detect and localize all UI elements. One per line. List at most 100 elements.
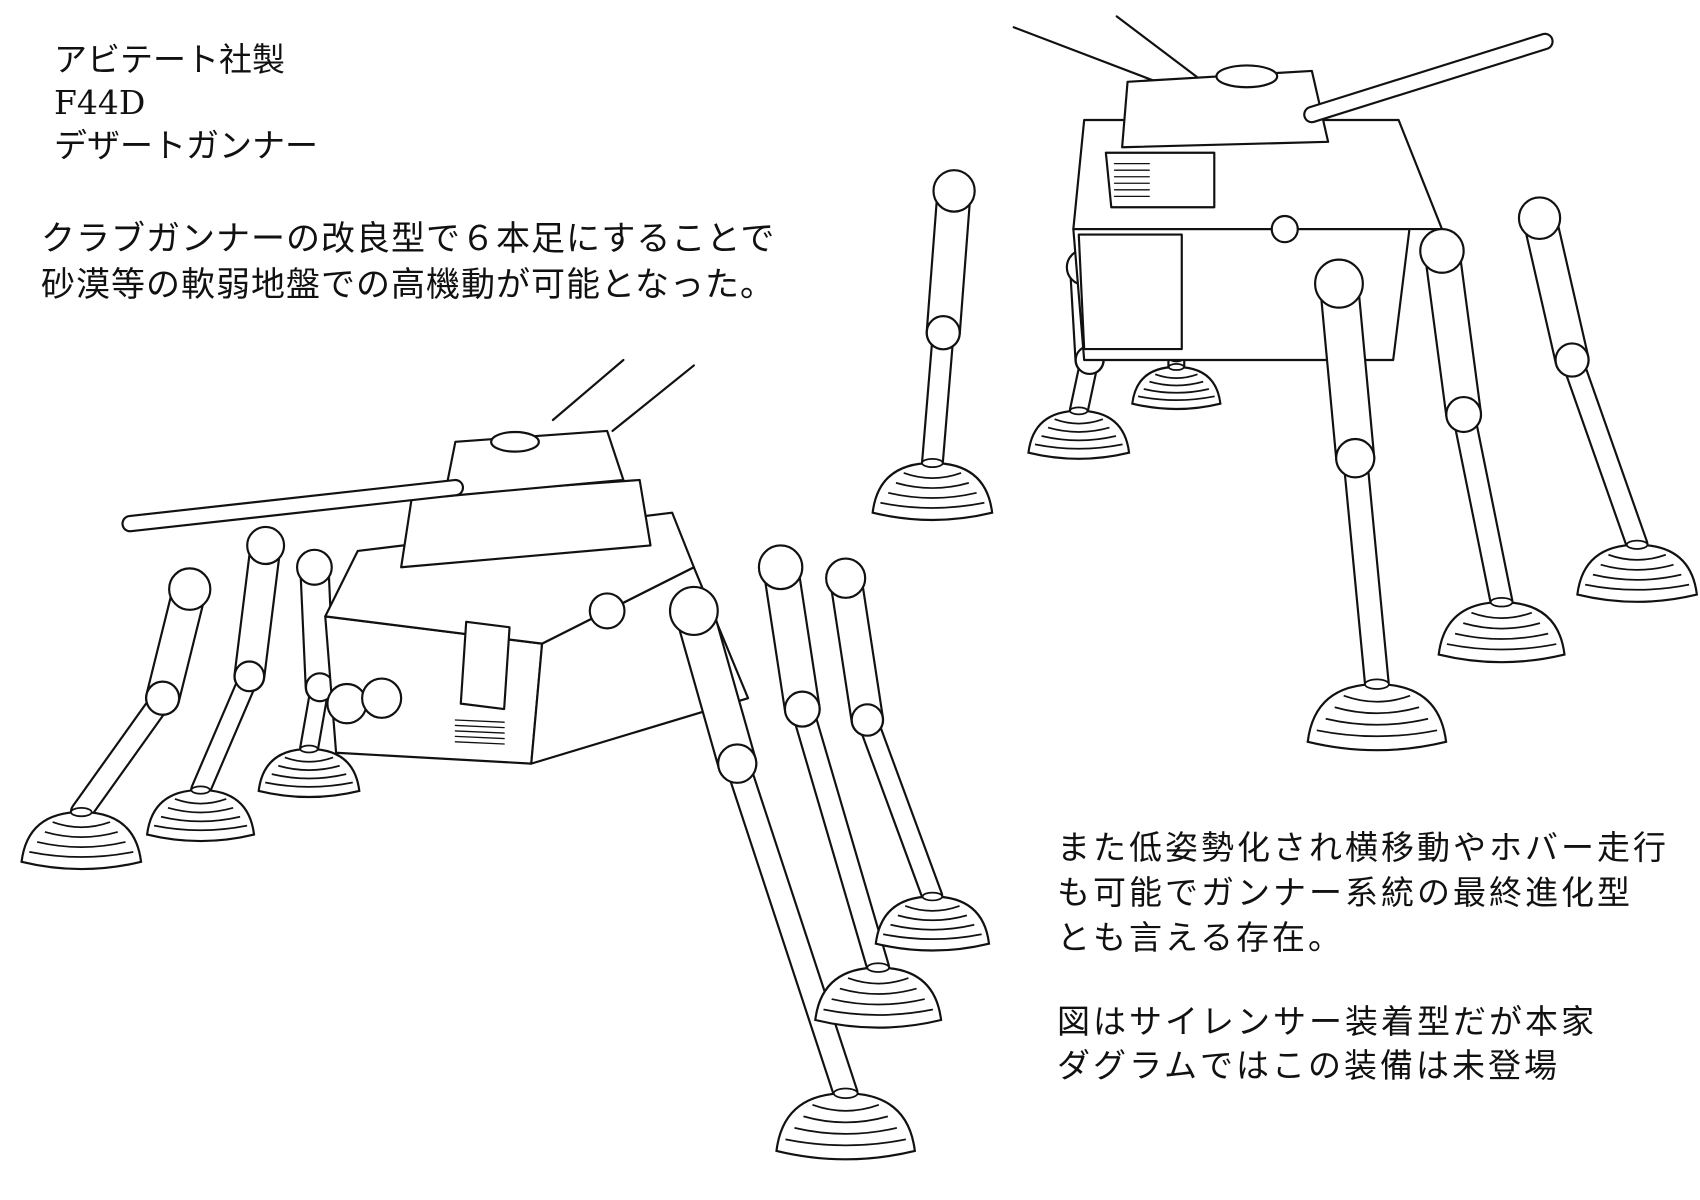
notes-text: また低姿勢化され横移動やホバー走行 も可能でガンナー系統の最終進化型 とも言える…	[1057, 825, 1669, 960]
hatch	[1215, 64, 1279, 89]
footnote-line: ダグラムではこの装備は未登場	[1057, 1046, 1561, 1085]
model-number: F44D	[54, 83, 146, 122]
upper-leg	[927, 175, 970, 349]
foot-joint	[190, 785, 211, 795]
foot-ring	[904, 905, 960, 912]
foot-pad	[1131, 365, 1222, 411]
hip-joint	[932, 169, 976, 213]
desert-gunner-front-view-drawing	[20, 358, 991, 1161]
hip-joint	[168, 567, 212, 611]
hatch	[490, 430, 540, 453]
hip-joint	[246, 525, 286, 566]
grille-slat	[454, 719, 505, 723]
gun-barrel	[1305, 34, 1552, 122]
lower-leg	[1453, 404, 1512, 612]
grille-slat	[454, 724, 505, 729]
lower-leg	[923, 323, 953, 473]
foot-ring	[882, 933, 982, 940]
foot-ring	[1047, 426, 1110, 433]
knee-joint	[925, 315, 961, 351]
spec-header: アビテート社製 F44D デザートガンナー	[54, 38, 318, 167]
foot-pad	[145, 788, 256, 843]
headlight	[326, 682, 368, 725]
foot-joint	[921, 891, 944, 902]
foot-pad	[874, 895, 991, 952]
antenna	[611, 364, 695, 432]
foot-ring	[890, 923, 975, 931]
foot-pad	[20, 810, 143, 871]
foot-ring	[167, 807, 234, 814]
upper-leg	[235, 531, 280, 691]
footnote-text: 図はサイレンサー装着型だが本家 ダグラムではこの装備は未登場	[1057, 1000, 1597, 1088]
foot-ring	[271, 773, 347, 780]
upper-leg	[1425, 234, 1480, 431]
foot-ring	[1334, 706, 1420, 715]
lower-leg	[72, 688, 172, 822]
foot-ring	[1471, 611, 1533, 619]
foot-ring	[839, 987, 917, 995]
foot-pad	[257, 747, 361, 799]
foot-joint	[832, 1087, 859, 1099]
upper-leg	[675, 592, 756, 782]
grille-slat	[454, 730, 505, 734]
foot-ring	[1343, 694, 1411, 703]
foot-ring	[1041, 435, 1117, 442]
description-text: クラブガンナーの改良型で６本足にすることで 砂漠等の軟弱地盤での高機動が可能とな…	[41, 216, 775, 308]
foot-pad	[1027, 409, 1131, 460]
foot-joint	[866, 962, 890, 973]
notes-line: とも言える存在。	[1057, 918, 1345, 957]
foot-ring	[1316, 729, 1438, 738]
description-line: クラブガンナーの改良型で６本足にすることで	[41, 219, 776, 259]
foot-ring	[903, 472, 962, 479]
foot-ring	[1034, 443, 1123, 450]
upper-leg	[1524, 202, 1588, 376]
foot-ring	[887, 491, 977, 499]
knee-joint	[717, 743, 758, 784]
foot-ring	[265, 781, 353, 788]
knee-joint	[783, 690, 821, 728]
foot-ring	[1592, 573, 1682, 581]
foot-ring	[1600, 563, 1674, 571]
lower-leg	[192, 668, 258, 799]
foot-joint	[1167, 363, 1185, 371]
foot-ring	[278, 764, 340, 772]
foot-ring	[174, 798, 227, 805]
upper-leg	[831, 563, 882, 735]
launcher-pod	[588, 592, 626, 630]
foot-pad	[1576, 543, 1699, 603]
antenna	[551, 358, 625, 422]
grille-slat	[454, 735, 505, 740]
knee-joint	[850, 703, 885, 737]
foot-ring	[160, 815, 241, 823]
foot-joint	[1069, 406, 1089, 416]
foot-ring	[1154, 373, 1198, 380]
lower-leg	[726, 752, 857, 1105]
knee-joint	[1335, 437, 1376, 479]
foot-ring	[1143, 388, 1210, 394]
foot-ring	[1149, 380, 1204, 387]
foot-ring	[1446, 643, 1557, 651]
description-line: 砂漠等の軟弱地盤での高機動が可能となった。	[41, 265, 775, 305]
notes-line: も可能でガンナー系統の最終進化型	[1057, 873, 1633, 912]
foot-ring	[1463, 622, 1541, 630]
desert-gunner-rear-view-drawing	[871, 15, 1699, 752]
headlight	[361, 677, 403, 719]
footnote-line: 図はサイレンサー装着型だが本家	[1057, 1002, 1597, 1041]
notes-line: また低姿勢化され横移動やホバー走行	[1057, 828, 1669, 867]
foot-ring	[44, 831, 118, 838]
front-armor-plate	[1077, 233, 1183, 351]
foot-ring	[823, 1008, 934, 1016]
foot-ring	[1454, 632, 1549, 640]
foot-joint	[1364, 678, 1390, 690]
foot-ring	[29, 851, 134, 858]
foot-ring	[1608, 553, 1667, 561]
hip-joint	[295, 548, 333, 586]
foot-ring	[153, 824, 248, 832]
foot-joint	[70, 807, 93, 818]
knee-joint	[145, 680, 181, 716]
hip-joint	[1314, 258, 1364, 309]
foot-joint	[921, 457, 944, 469]
upper-leg	[301, 554, 333, 701]
foot-pad	[814, 966, 943, 1029]
